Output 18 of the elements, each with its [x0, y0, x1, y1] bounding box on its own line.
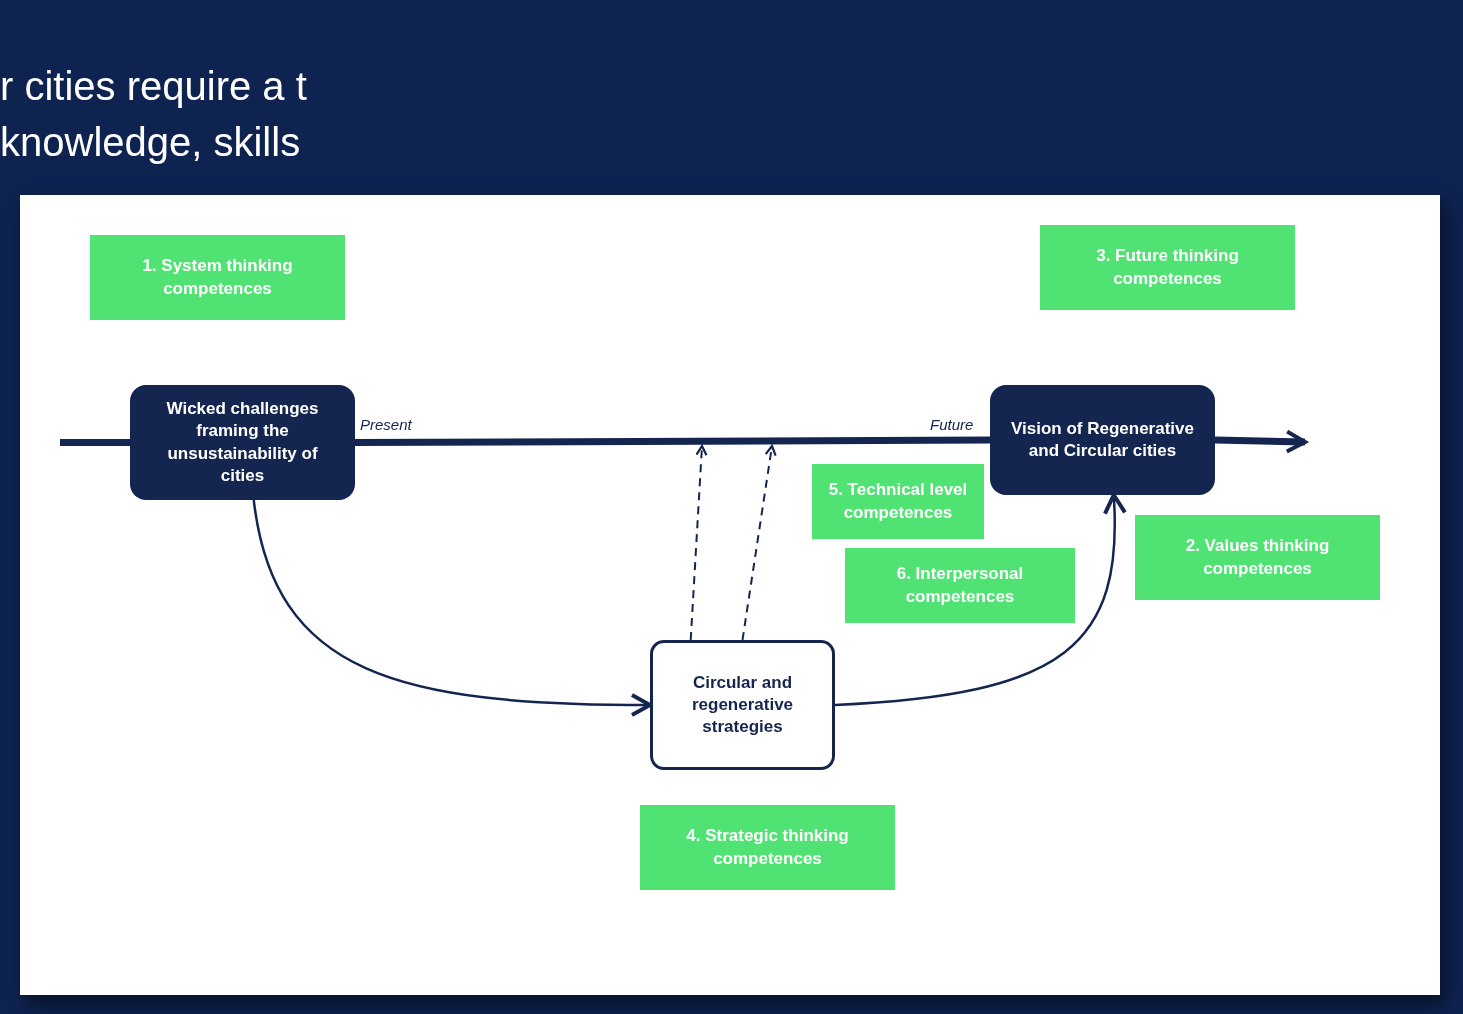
arrow	[252, 499, 652, 717]
competence-box: 2. Values thinking competences	[1135, 515, 1380, 600]
competence-box: 4. Strategic thinking competences	[640, 805, 895, 890]
competence-box: 1. System thinking competences	[90, 235, 345, 320]
competence-box: 3. Future thinking competences	[1040, 225, 1295, 310]
dashed-arrow	[741, 444, 777, 641]
strategy-box: Circular and regenerative strategies	[650, 640, 835, 770]
competence-box: 5. Technical level competences	[812, 464, 984, 539]
dashed-arrow	[689, 444, 708, 641]
timeline-line	[355, 436, 990, 446]
timeline-label: Present	[360, 416, 412, 433]
slide-heading: r cities require a t knowledge, skills	[0, 63, 308, 166]
timeline-label: Future	[930, 416, 974, 433]
arrow	[834, 493, 1127, 707]
arrow	[1214, 429, 1307, 454]
stage-box: Wicked challenges framing the unsustainability of cities	[130, 385, 355, 500]
stage-box: Vision of Regenerative and Circular cities	[990, 385, 1215, 495]
competence-box: 6. Interpersonal competences	[845, 548, 1075, 623]
